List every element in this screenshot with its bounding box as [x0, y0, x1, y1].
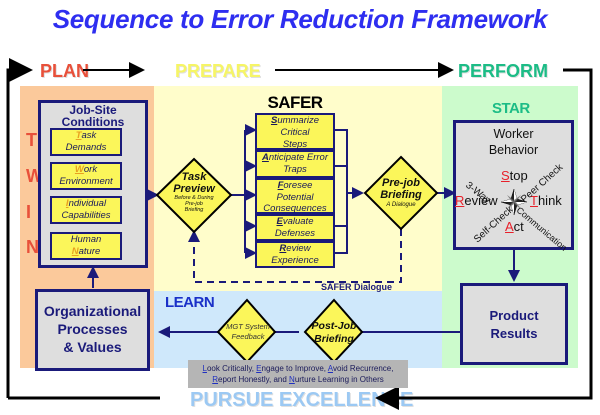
diagram-title: Sequence to Error Reduction Framework — [52, 4, 548, 34]
pursue-excellence-label: PURSUE EXCELLENCE — [190, 389, 414, 411]
twin-letter-t: T — [26, 130, 37, 150]
product-results-box: Product Results — [460, 283, 568, 365]
job-site-title-line1: Job-Site — [69, 103, 117, 117]
star-think: Think — [530, 193, 562, 208]
learn-principles-note: Look Critically, Engage to Improve, Avoi… — [188, 360, 408, 388]
star-review: Review — [455, 193, 498, 208]
learn-region — [154, 291, 442, 368]
safer-foresee-box: Foresee Potential Consequences — [255, 178, 335, 214]
mgt-feedback-text: MGT System Feedback — [226, 322, 270, 341]
safer-dialogue-loop — [188, 229, 402, 283]
work-environment-box: Work Environment — [50, 162, 122, 190]
phase-plan-label: PLAN — [40, 61, 89, 81]
task-demands-box: Task Demands — [50, 128, 122, 156]
job-site-title-line2: Conditions — [61, 115, 125, 129]
post-job-briefing-text: Post-Job Briefing — [311, 320, 357, 345]
safer-anticipate-box: Anticipate Error Traps — [255, 150, 335, 178]
pre-job-diamond — [363, 155, 439, 231]
phase-perform-label: PERFORM — [458, 61, 548, 81]
individual-capabilities-box: Individual Capabilities — [50, 196, 122, 224]
star-title: STAR — [492, 100, 530, 117]
star-act: Act — [505, 219, 524, 234]
star-stop: Stop — [501, 168, 528, 183]
twin-letter-n: N — [26, 237, 39, 257]
safer-dialogue-label: SAFER Dialogue — [321, 282, 393, 292]
outer-loop-right — [375, 68, 593, 410]
safer-summarize-box: Summarize Critical Steps — [255, 113, 335, 150]
task-preview-text: Task Preview Before & During Pre-job Bri… — [173, 171, 215, 213]
twin-letter-i: I — [26, 202, 32, 222]
phase-learn-label: LEARN — [165, 294, 215, 311]
safer-title: SAFER — [267, 93, 323, 112]
human-nature-box: Human Nature — [50, 232, 122, 260]
safer-review-box: Review Experience — [255, 241, 335, 268]
safer-evaluate-box: Evaluate Defenses — [255, 214, 335, 241]
pre-job-briefing-text: Pre-job Briefing A Dialogue — [380, 177, 422, 208]
outer-loop-left — [6, 58, 33, 385]
organizational-processes-box: Organizational Processes & Values — [35, 289, 150, 371]
task-preview-diamond — [155, 157, 233, 234]
worker-behavior-box: Worker Behavior — [453, 120, 574, 250]
phase-prepare-label: PREPARE — [175, 61, 261, 81]
